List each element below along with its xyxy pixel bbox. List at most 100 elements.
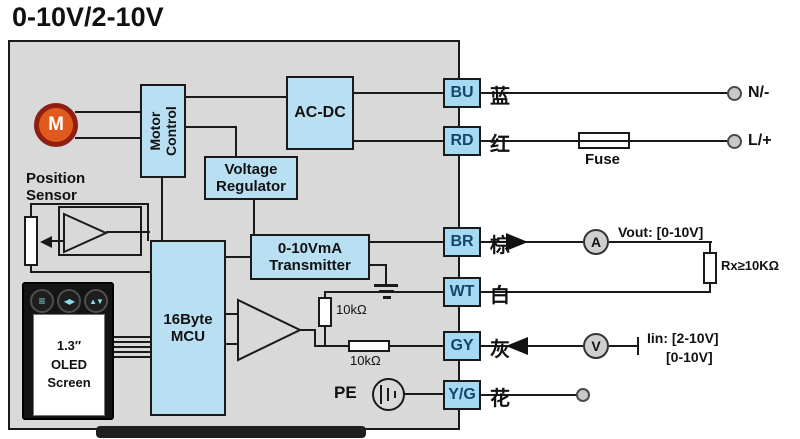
- wire: [404, 393, 443, 395]
- wire: [709, 242, 711, 252]
- up-down-arrows-icon: ▲▼: [89, 296, 104, 306]
- line-terminal-dot: [727, 134, 742, 149]
- ac-dc-label: AC-DC: [294, 103, 346, 121]
- wire: [354, 92, 443, 94]
- wire-color-label-red: 红: [490, 134, 510, 156]
- wire: [481, 291, 711, 293]
- terminal-bu: BU: [443, 78, 481, 108]
- wire: [253, 200, 255, 234]
- wire: [186, 96, 286, 98]
- wire: [609, 345, 638, 347]
- potentiometer: [24, 216, 38, 266]
- wire: [370, 264, 387, 266]
- wire: [385, 264, 387, 284]
- terminal-gy: GY: [443, 331, 481, 361]
- neutral-label: N/-: [748, 84, 770, 101]
- wire: [390, 345, 443, 347]
- wire: [481, 394, 577, 396]
- resistor-vertical: [318, 297, 332, 327]
- earth-terminal-dot: [576, 388, 590, 402]
- wire-color-label-brown: 棕: [490, 235, 510, 257]
- ac-dc-block: AC-DC: [286, 76, 354, 150]
- fuse-label: Fuse: [585, 151, 621, 168]
- terminal-wt: WT: [443, 277, 481, 307]
- ammeter-icon: A: [583, 229, 609, 255]
- menu-icon: ≡: [38, 294, 46, 308]
- left-right-arrows-icon: ◀▶: [63, 296, 75, 306]
- wire: [354, 140, 443, 142]
- voltmeter-icon: V: [583, 333, 609, 359]
- terminal-rd: RD: [443, 126, 481, 156]
- up-down-button: ▲▼: [84, 289, 108, 313]
- resistor-horizontal: [348, 340, 390, 352]
- oled-screen: 1.3″ OLED Screen: [33, 314, 105, 416]
- oled-module: ≡ ◀▶ ▲▼ 1.3″ OLED Screen: [22, 282, 114, 420]
- wire: [226, 256, 250, 258]
- ground-bar: [383, 296, 391, 299]
- resistor-horizontal-label: 10kΩ: [350, 353, 381, 368]
- wire: [481, 345, 583, 347]
- wire: [298, 329, 316, 331]
- wire: [324, 291, 326, 297]
- wire: [147, 203, 149, 241]
- sensor-box: [58, 206, 142, 256]
- wire: [226, 313, 240, 315]
- position-sensor-label: Position Sensor: [26, 170, 86, 205]
- device-base-bar: [96, 426, 366, 438]
- rx-label: Rx≥10KΩ: [721, 258, 780, 273]
- motor-letter: M: [48, 114, 64, 135]
- wire: [114, 351, 150, 353]
- wire: [315, 345, 348, 347]
- wire: [481, 241, 583, 243]
- wire: [630, 140, 734, 142]
- voltage-regulator-block: Voltage Regulator: [204, 156, 298, 200]
- wire: [114, 341, 150, 343]
- wire-color-label-blue: 蓝: [490, 86, 510, 108]
- ground-bar: [394, 391, 396, 398]
- mcu-block: 16Byte MCU: [150, 240, 226, 416]
- motor-control-label: Motor Control: [146, 106, 179, 156]
- wire: [186, 126, 236, 128]
- wire: [226, 343, 240, 345]
- wire: [114, 356, 150, 358]
- wire: [114, 346, 150, 348]
- wire: [235, 126, 237, 156]
- terminal-br: BR: [443, 227, 481, 257]
- wire: [30, 203, 32, 216]
- pe-label: PE: [334, 383, 357, 402]
- neutral-terminal-dot: [727, 86, 742, 101]
- menu-button: ≡: [30, 289, 54, 313]
- terminal-yg: Y/G: [443, 380, 481, 410]
- wire-color-label-white: 白: [490, 285, 510, 307]
- transmitter-block: 0-10VmA Transmitter: [250, 234, 370, 280]
- wire: [31, 271, 150, 273]
- line-label: L/+: [748, 132, 772, 149]
- wire: [637, 337, 639, 355]
- wire: [75, 111, 140, 113]
- wire: [709, 284, 711, 292]
- wire: [314, 329, 316, 347]
- ground-bar: [380, 385, 382, 404]
- wire-color-label-gray: 灰: [490, 339, 510, 361]
- left-right-button: ◀▶: [57, 289, 81, 313]
- wire: [75, 137, 140, 139]
- wire: [370, 241, 443, 243]
- wire-color-label-flower: 花: [490, 388, 510, 410]
- page-title: 0-10V/2-10V: [12, 2, 164, 32]
- iin-range-label-1: Iin: [2-10V]: [647, 330, 719, 346]
- motor-icon: M: [34, 103, 78, 147]
- rx-resistor: [703, 252, 717, 284]
- wire: [161, 177, 163, 240]
- wire: [324, 327, 326, 346]
- wire: [609, 241, 712, 243]
- resistor-vertical-label: 10kΩ: [336, 302, 367, 317]
- wire: [31, 203, 149, 205]
- vout-label: Vout: [0-10V]: [618, 224, 704, 240]
- wire: [481, 140, 578, 142]
- pe-ground-icon: [372, 378, 405, 411]
- wire: [106, 231, 150, 233]
- wire: [578, 140, 630, 142]
- ground-bar: [387, 388, 389, 401]
- iin-range-label-2: [0-10V]: [666, 349, 713, 365]
